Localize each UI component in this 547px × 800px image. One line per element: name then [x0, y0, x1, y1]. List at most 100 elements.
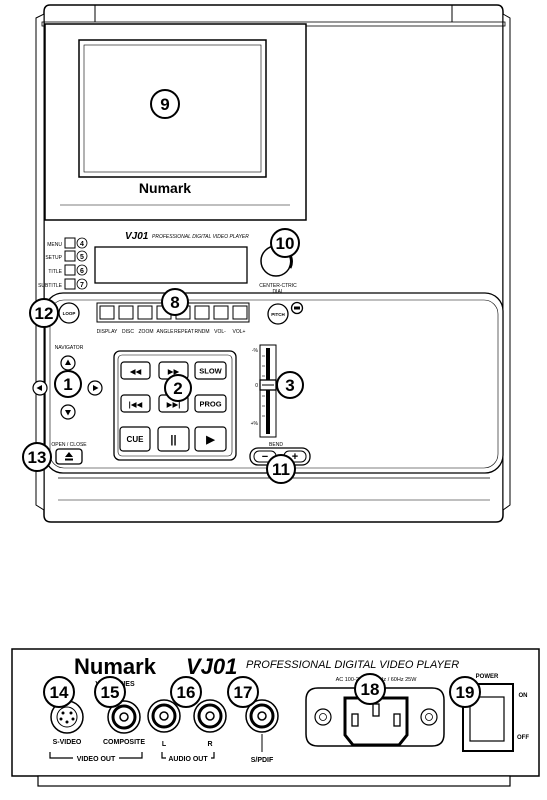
spdif-port[interactable] — [245, 699, 279, 733]
audio-right-port-pin — [205, 711, 215, 721]
play-button[interactable] — [194, 426, 227, 452]
audio-out-bracket-gap — [166, 753, 211, 763]
screw-icon-center — [425, 713, 433, 721]
nav-left-arrow-icon — [36, 385, 42, 391]
nav-down-arrow-icon — [65, 410, 71, 416]
open-close-label: OPEN / CLOSE — [51, 442, 87, 448]
s-video-pin — [65, 720, 69, 724]
callout-19-circle — [449, 676, 481, 708]
pitch-scale-bottom: +% — [251, 421, 259, 427]
callout-11-number: 11 — [272, 460, 290, 479]
ac-inlet-pin — [393, 713, 401, 727]
front-body-right-edge — [502, 13, 511, 511]
vol-up-button[interactable] — [232, 305, 248, 320]
callout-16-number: 16 — [177, 683, 196, 702]
callout-12-circle — [29, 298, 59, 328]
s-video-port-inner — [56, 706, 78, 728]
composite-label: COMPOSITE — [103, 739, 145, 746]
pitch-fader: -% 0 +% — [251, 344, 277, 438]
side-number-badge — [76, 278, 88, 290]
eject-icon — [65, 452, 73, 457]
bend-plus-icon: + — [292, 451, 298, 463]
function-label-display: DISPLAY — [97, 329, 118, 335]
callout-14: 14 — [43, 676, 75, 708]
spdif-label: S/PDIF — [251, 757, 274, 764]
function-label-vol-up: VOL+ — [233, 329, 246, 335]
callout-9-number: 9 — [160, 95, 169, 114]
s-video-pin — [71, 717, 75, 721]
callout-9-circle — [150, 89, 180, 119]
ac-inlet-pin — [351, 713, 359, 727]
slow-label: SLOW — [199, 367, 222, 376]
callout-3: 3 — [276, 371, 304, 399]
callout-18-circle — [354, 673, 386, 705]
callout-1: 1 — [54, 370, 82, 398]
dial-label-line2: DIAL — [272, 289, 283, 295]
cue-button[interactable] — [119, 426, 151, 452]
video-out-bracket-gap — [73, 753, 119, 763]
callout-19-number: 19 — [456, 683, 475, 702]
vol-down-button[interactable] — [213, 305, 229, 320]
setup-button[interactable] — [64, 250, 76, 262]
callout-11-circle — [266, 454, 296, 484]
callout-15: 15 — [94, 676, 126, 708]
zoom-button[interactable] — [137, 305, 153, 320]
random-button[interactable] — [194, 305, 210, 320]
audio-out-label: AUDIO OUT — [168, 756, 208, 763]
subtitle-button[interactable] — [64, 278, 76, 290]
pause-button[interactable] — [157, 426, 190, 452]
callout-12: 12 — [29, 298, 59, 328]
pitch-button[interactable] — [267, 303, 289, 325]
slow-button[interactable] — [194, 361, 227, 380]
power-rocker[interactable] — [469, 696, 505, 742]
pause-icon: || — [170, 434, 176, 446]
callout-11: 11 — [266, 454, 296, 484]
callout-18: 18 — [354, 673, 386, 705]
callout-17-number: 17 — [234, 683, 253, 702]
side-number-5: 5 — [80, 254, 84, 261]
callout-13-number: 13 — [28, 448, 47, 467]
nav-right-arrow-icon — [93, 385, 99, 391]
front-model-logo: VJ01 — [125, 231, 149, 242]
callout-19: 19 — [449, 676, 481, 708]
rear-model-tagline: PROFESSIONAL DIGITAL VIDEO PLAYER — [246, 659, 459, 671]
play-icon: ▶ — [205, 434, 215, 446]
ac-inlet-pin — [372, 703, 380, 717]
pitch-label: PITCH — [271, 312, 285, 317]
callout-14-circle — [43, 676, 75, 708]
pitch-scale-ticks — [262, 355, 265, 417]
s-video-port[interactable] — [50, 700, 84, 734]
s-video-pin — [59, 717, 63, 721]
cue-label: CUE — [127, 435, 145, 444]
power-on-label: ON — [519, 693, 528, 699]
function-label-random: RNDM — [195, 329, 210, 335]
next-track-icon: ▶▶| — [167, 400, 181, 409]
callout-15-circle — [94, 676, 126, 708]
title-button[interactable] — [64, 264, 76, 276]
menu-button[interactable] — [64, 237, 76, 249]
navigator-label: NAVIGATOR — [55, 345, 84, 351]
rewind-button[interactable] — [120, 361, 151, 380]
function-label-zoom: ZOOM — [139, 329, 154, 335]
previous-track-button[interactable] — [120, 394, 151, 413]
disc-button[interactable] — [118, 305, 134, 320]
callout-16: 16 — [170, 676, 202, 708]
audio-left-port[interactable] — [147, 699, 181, 733]
composite-port[interactable] — [107, 700, 141, 734]
front-panel: Numark VJ01 PROFESSIONAL DIGITAL VIDEO P… — [22, 4, 511, 523]
rear-panel: Numark V N SERIES VJ01 PROFESSIONAL DIGI… — [11, 648, 540, 787]
callout-2-circle — [164, 374, 192, 402]
audio-right-port[interactable] — [193, 699, 227, 733]
side-number-badge — [76, 250, 88, 262]
prog-button[interactable] — [194, 394, 227, 413]
front-model-tagline: PROFESSIONAL DIGITAL VIDEO PLAYER — [152, 234, 249, 240]
display-button[interactable] — [99, 305, 115, 320]
function-label-angle: ANGLE — [157, 329, 175, 335]
screen-inner-border — [83, 44, 262, 173]
side-label-menu: MENU — [47, 242, 62, 248]
lcd-display — [94, 246, 248, 284]
side-number-7: 7 — [80, 282, 84, 289]
ac-inlet-socket — [343, 696, 409, 747]
ac-power-inlet[interactable] — [305, 687, 445, 747]
